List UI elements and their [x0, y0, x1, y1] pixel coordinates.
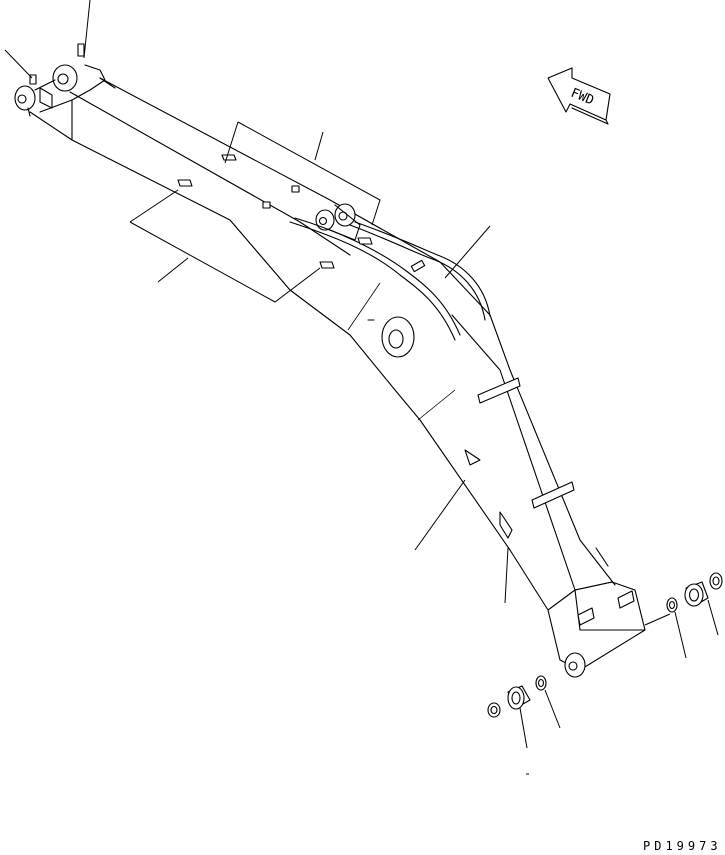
boom-foot: [14, 43, 106, 141]
leader-6: [444, 225, 491, 279]
leader-3: [237, 121, 381, 226]
hose-3: [349, 224, 486, 321]
leader-2: [4, 49, 33, 79]
leader-10: [674, 611, 687, 659]
pad-4: [357, 237, 373, 245]
spacer-1-hole: [490, 705, 498, 715]
tip-tab-2: [617, 590, 635, 609]
foot-bracket: [39, 87, 53, 109]
hose-clamp-top-2: [291, 185, 300, 193]
fwd-arrow-icon: FWD: [547, 67, 611, 125]
arm-clamps: [477, 377, 609, 567]
plate-1: [464, 449, 481, 466]
pad-1: [177, 179, 193, 187]
leader-11: [707, 599, 719, 636]
bracket-boss-1: [315, 209, 335, 231]
bushing-1-hole: [511, 691, 521, 705]
pivot-boss-outer: [381, 316, 415, 358]
pad-2: [319, 261, 335, 269]
spacer-4: [709, 572, 723, 590]
boom-arm: [69, 77, 616, 611]
tip-boss: [564, 652, 586, 678]
spacer-1: [487, 702, 501, 718]
boom-upper-edge: [69, 91, 351, 256]
plate-2: [499, 511, 513, 539]
foot-lower: [27, 107, 73, 141]
spacer-2: [535, 675, 547, 691]
hose-clamp-top-3: [262, 201, 271, 209]
foot-boss-right: [52, 64, 78, 92]
bushing-2-end: [684, 583, 704, 607]
leader-1: [83, 0, 91, 59]
foot-plate: [34, 64, 106, 113]
foot-tab-2: [77, 43, 85, 57]
hose-lines: [262, 185, 491, 341]
leader-5: [129, 189, 321, 303]
tip-body: [547, 581, 646, 671]
boom-section-3: [229, 219, 291, 291]
leader-8: [504, 547, 509, 604]
boom-section-1: [347, 282, 381, 331]
cylinder-bracket: [315, 203, 361, 241]
clamp-3: [595, 547, 609, 567]
spacer-4-hole: [712, 576, 720, 586]
boom-tip: [547, 581, 646, 678]
clamp-2: [531, 481, 575, 509]
boom-section-2: [417, 389, 456, 421]
tip-hole: [568, 661, 578, 671]
foot-pin-hole-left: [17, 94, 27, 104]
clamp-1: [477, 377, 521, 404]
pivot-boss: [367, 316, 415, 358]
boom-rear-edge: [489, 314, 616, 586]
boom-top-edge: [99, 77, 491, 316]
pad-3: [221, 154, 237, 161]
boom-ridge-2: [99, 77, 116, 89]
leader-9: [644, 613, 671, 626]
hose-1: [289, 221, 456, 341]
drawing-code: PD19973: [643, 839, 722, 853]
leader-13: [544, 689, 561, 729]
boom-front-edge: [451, 314, 613, 591]
bushing-2-hole: [688, 588, 700, 602]
tip-tab-1: [577, 607, 595, 626]
spacer-2-hole: [537, 678, 545, 688]
foot-boss-left: [14, 85, 36, 111]
hose-4: [354, 221, 491, 317]
hose-2: [294, 217, 461, 336]
leader-lines: [4, 0, 719, 775]
pivot-boss-inner: [388, 329, 404, 349]
leader-4: [224, 121, 239, 164]
bushing-1-end: [507, 686, 525, 710]
foot-pin-hole-right: [57, 73, 69, 85]
foot-tab-1: [29, 74, 37, 85]
boom-bottom-edge: [71, 139, 549, 611]
hose-clamp-top: [410, 259, 426, 273]
bushings: [487, 572, 723, 718]
tip-edge: [574, 589, 646, 631]
pads: [177, 154, 513, 539]
leader-12: [519, 707, 528, 749]
spacer-3: [666, 597, 678, 613]
leader-7: [414, 479, 466, 551]
spacer-3-hole: [668, 600, 676, 610]
bracket-hole-1: [318, 216, 328, 226]
